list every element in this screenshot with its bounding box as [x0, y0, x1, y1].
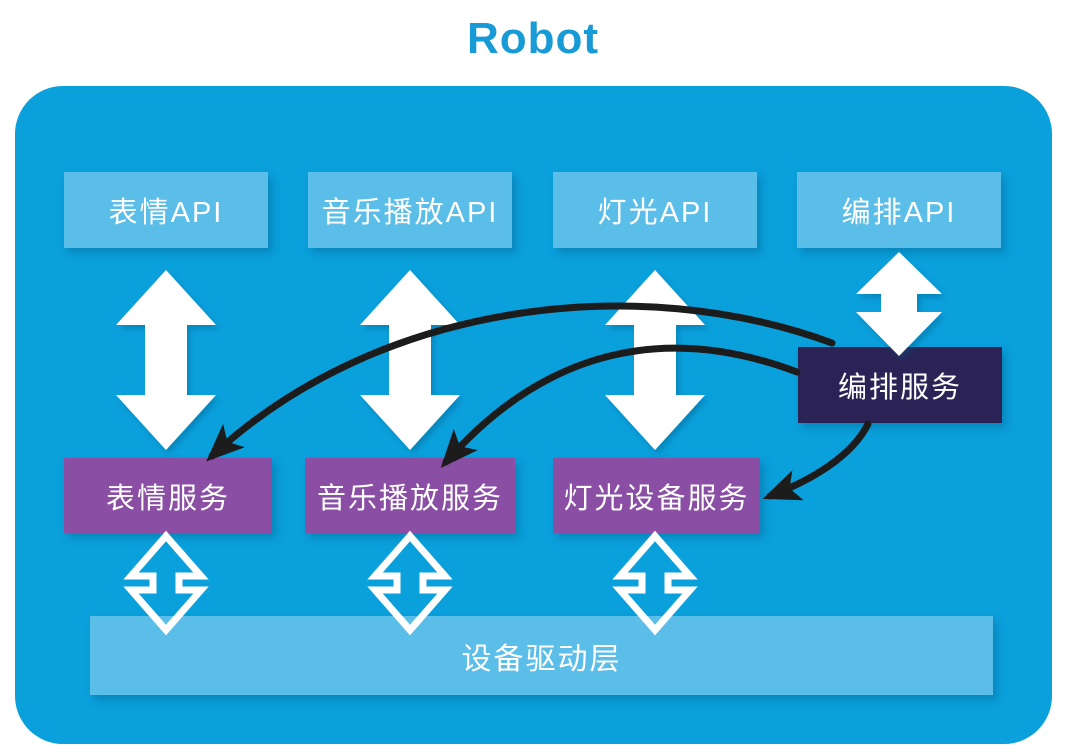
api-box-light-label: 灯光API [597, 197, 713, 229]
api-box-expression-label: 表情API [108, 197, 224, 229]
api-box-music: 音乐播放API [308, 172, 512, 248]
service-box-music: 音乐播放服务 [305, 458, 515, 533]
api-box-music-label: 音乐播放API [321, 197, 499, 229]
robot-system-container: 表情API 音乐播放API 灯光API 编排API 表情服务 音乐播放服务 灯光… [15, 86, 1052, 744]
service-box-music-label: 音乐播放服务 [316, 482, 503, 515]
api-box-light: 灯光API [553, 172, 757, 248]
api-box-orchestration-label: 编排API [841, 197, 957, 229]
orchestration-service-label: 编排服务 [837, 372, 962, 404]
device-driver-layer-label: 设备驱动层 [461, 642, 622, 676]
diagram-title: Robot [466, 14, 600, 63]
service-box-expression-label: 表情服务 [105, 482, 230, 515]
api-box-expression: 表情API [64, 172, 268, 248]
device-driver-layer-bar: 设备驱动层 [90, 616, 993, 695]
api-box-orchestration: 编排API [797, 172, 1001, 248]
service-box-light-device-label: 灯光设备服务 [563, 482, 750, 515]
service-box-light-device: 灯光设备服务 [553, 458, 760, 533]
service-box-expression: 表情服务 [64, 458, 272, 533]
orchestration-service-box: 编排服务 [798, 347, 1002, 423]
